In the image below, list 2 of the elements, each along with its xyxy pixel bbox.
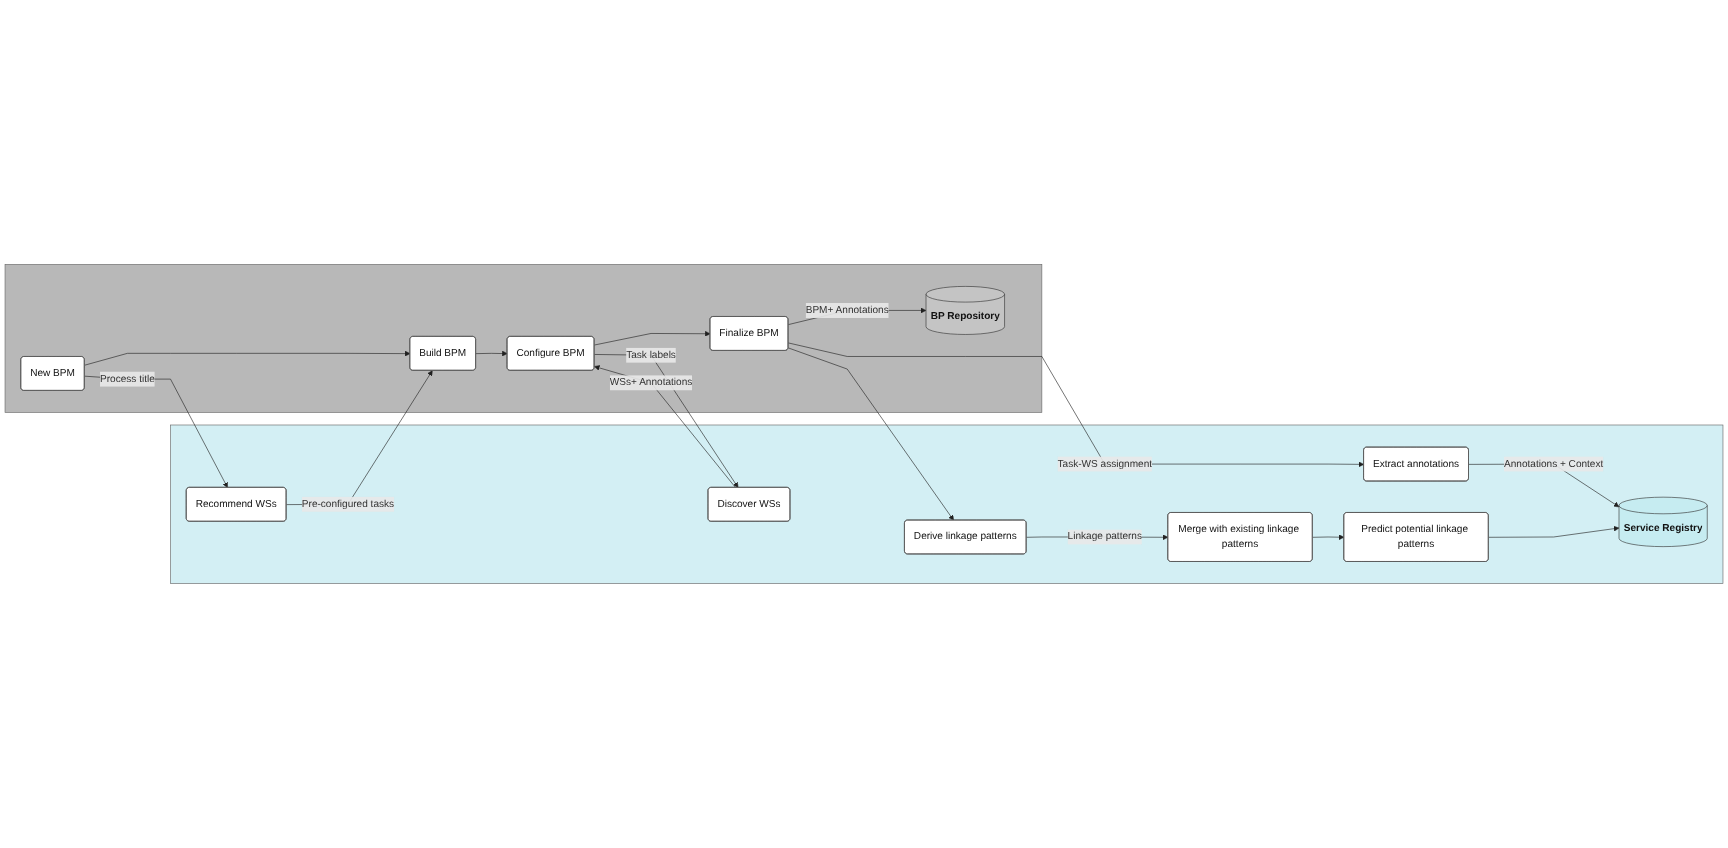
cluster [4, 264, 1043, 413]
cluster [170, 424, 1724, 584]
